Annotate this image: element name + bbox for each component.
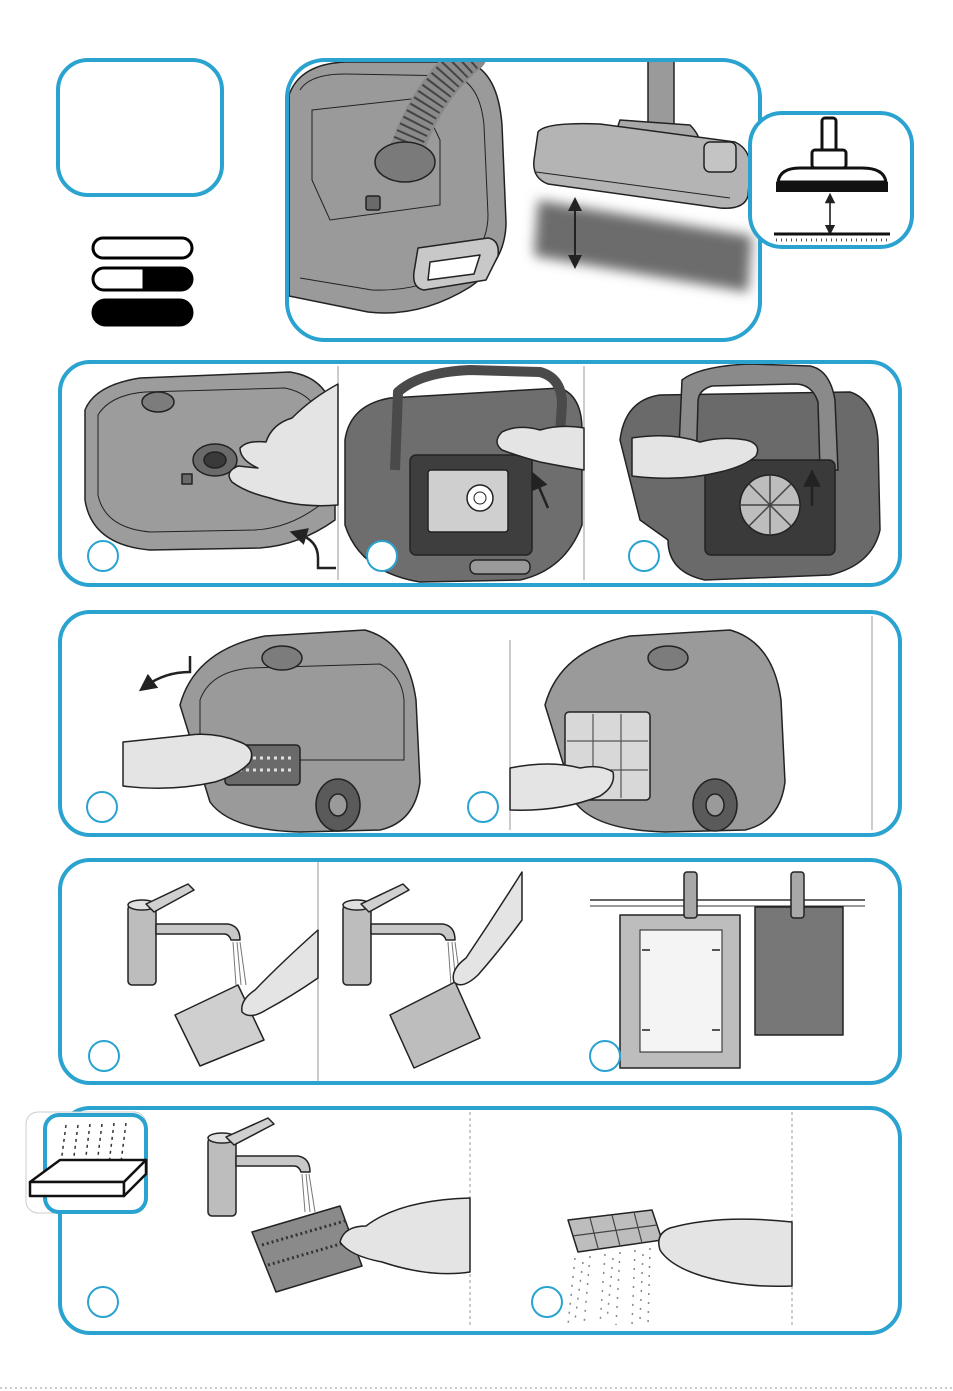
step-marker	[532, 1287, 562, 1317]
icon-nozzle-head	[778, 168, 886, 182]
bag-opening	[467, 485, 493, 511]
step-marker	[468, 792, 498, 822]
clothespin	[791, 872, 804, 918]
wheel-hub	[706, 794, 724, 816]
top-knob	[648, 646, 688, 670]
filter-frame-inner	[640, 930, 722, 1052]
hose-collar	[375, 142, 435, 182]
lid-latch	[182, 474, 192, 484]
clothespin	[684, 872, 697, 918]
icon-nozzle-base	[776, 182, 888, 192]
blank-label-box	[58, 60, 222, 195]
icon-nozzle-neck	[812, 150, 846, 168]
level-pill-fill	[93, 300, 192, 325]
filter-grid-spokes	[740, 475, 800, 535]
front-handle	[470, 560, 530, 574]
top-knob	[142, 392, 174, 412]
level-pill	[93, 238, 192, 258]
power-level-indicator	[93, 238, 192, 325]
step-marker	[87, 792, 117, 822]
step-marker	[590, 1041, 620, 1071]
bag-removal-illustrations	[85, 364, 880, 582]
hose-inlet-inner	[204, 452, 226, 468]
step-marker	[88, 1287, 118, 1317]
filter-cloth-wet	[755, 907, 843, 1035]
nozzle-pedal	[704, 142, 736, 172]
wheel-hub	[329, 794, 347, 816]
power-button	[366, 196, 380, 210]
step-marker	[629, 541, 659, 571]
level-pill-fill	[143, 268, 193, 290]
top-knob	[262, 646, 302, 670]
step-marker	[367, 541, 397, 571]
icon-filter-slab-side	[30, 1182, 124, 1196]
step-open-lid	[85, 372, 338, 568]
rinse-filter-icon	[26, 1112, 146, 1213]
step-marker	[88, 541, 118, 571]
step-marker	[89, 1041, 119, 1071]
